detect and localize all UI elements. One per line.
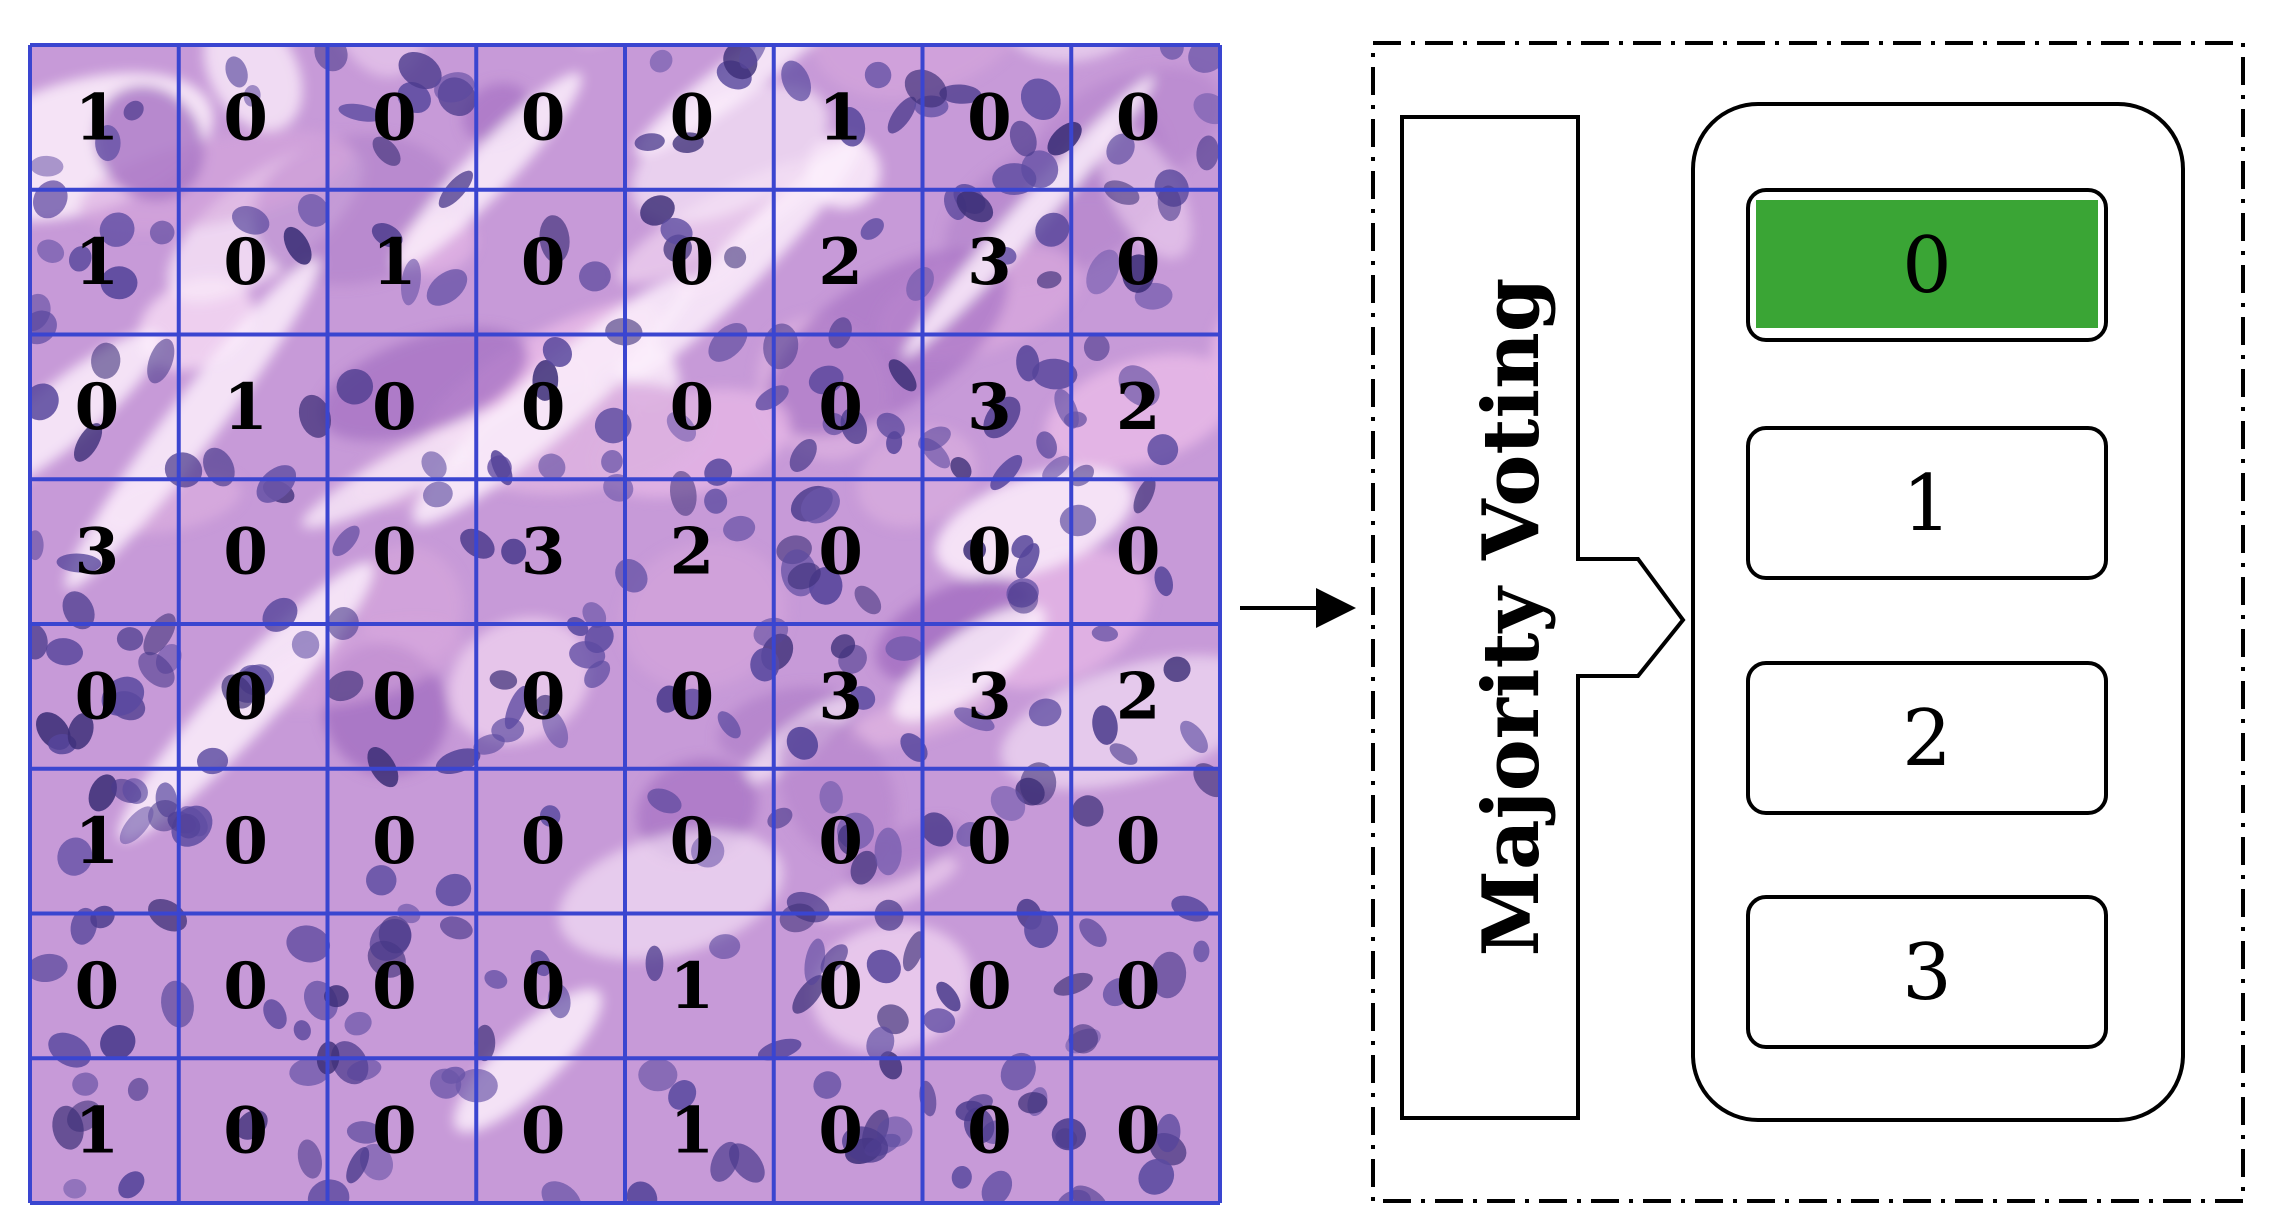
patch-label: 3 — [521, 515, 566, 590]
patch-label: 0 — [372, 804, 417, 879]
patch-label: 0 — [223, 80, 268, 155]
voting-frame — [1371, 41, 2245, 1203]
patch-label: 0 — [1116, 515, 1161, 590]
patch-label: 1 — [75, 80, 120, 155]
patch-label: 0 — [1116, 1094, 1161, 1169]
patch-label: 0 — [372, 1094, 417, 1169]
patch-label: 0 — [372, 515, 417, 590]
patch-label: 0 — [223, 225, 268, 300]
patch-label: 0 — [521, 804, 566, 879]
patch-label: 0 — [967, 515, 1012, 590]
class-option-0: 0 — [1746, 188, 2108, 342]
patch-label: 0 — [372, 659, 417, 734]
majority-voting-block — [1400, 115, 1686, 1120]
patch-label: 2 — [1116, 659, 1161, 734]
patch-label: 0 — [223, 1094, 268, 1169]
patch-label: 0 — [75, 659, 120, 734]
patch-label: 3 — [967, 370, 1012, 445]
patch-label: 0 — [1116, 225, 1161, 300]
patch-label: 0 — [967, 1094, 1012, 1169]
patch-label: 0 — [670, 659, 715, 734]
patch-label: 3 — [967, 659, 1012, 734]
patch-label: 1 — [818, 80, 863, 155]
tissue-image — [30, 45, 1220, 1203]
patch-label: 0 — [967, 80, 1012, 155]
patch-label: 0 — [1116, 80, 1161, 155]
class-option-label: 2 — [1902, 694, 1952, 784]
patch-label: 0 — [818, 515, 863, 590]
patch-label: 0 — [967, 804, 1012, 879]
patch-label: 0 — [223, 804, 268, 879]
patch-label: 0 — [670, 804, 715, 879]
patch-labels: 1 0 0 0 0 1 0 0 1 0 1 0 0 2 3 0 0 1 0 0 0 0 3 2 3 0 0 3 2 0 0 0 0 0 0 0 0 3 3 2… — [75, 80, 1161, 1168]
class-option-label: 0 — [1902, 221, 1952, 311]
patch-label: 0 — [372, 80, 417, 155]
patch-label: 0 — [521, 659, 566, 734]
patch-label: 0 — [1116, 949, 1161, 1024]
patch-label: 0 — [818, 949, 863, 1024]
patch-label: 0 — [75, 370, 120, 445]
selected-highlight — [1756, 200, 2098, 328]
class-option-label: 3 — [1902, 928, 1952, 1018]
patch-label: 1 — [670, 949, 715, 1024]
patch-label: 0 — [521, 1094, 566, 1169]
class-option-1: 1 — [1746, 426, 2108, 580]
class-option-label: 1 — [1902, 459, 1952, 549]
patch-label: 2 — [1116, 370, 1161, 445]
patch-label: 1 — [372, 225, 417, 300]
patch-label: 0 — [223, 659, 268, 734]
patch-label: 0 — [818, 370, 863, 445]
patch-label: 0 — [818, 1094, 863, 1169]
patch-label: 2 — [670, 515, 715, 590]
patch-label: 1 — [75, 1094, 120, 1169]
patch-label: 1 — [670, 1094, 715, 1169]
patch-label: 0 — [818, 804, 863, 879]
class-container — [1691, 102, 2185, 1122]
patch-label: 1 — [223, 370, 268, 445]
class-option-2: 2 — [1746, 661, 2108, 815]
patch-label: 0 — [670, 370, 715, 445]
patch-label: 0 — [521, 949, 566, 1024]
patch-label: 0 — [521, 225, 566, 300]
class-options: 0 1 2 3 — [1746, 188, 2108, 1049]
patch-label: 0 — [372, 949, 417, 1024]
patch-label: 1 — [75, 804, 120, 879]
patch-label: 0 — [670, 80, 715, 155]
patch-label: 2 — [818, 225, 863, 300]
patch-label: 0 — [967, 949, 1012, 1024]
majority-voting-label: Majority Voting — [1466, 278, 1557, 957]
patch-grid — [28, 43, 1222, 1205]
patch-label: 0 — [521, 80, 566, 155]
patch-label: 3 — [75, 515, 120, 590]
patch-label: 0 — [223, 515, 268, 590]
patch-label: 0 — [372, 370, 417, 445]
class-option-3: 3 — [1746, 895, 2108, 1049]
patch-label: 1 — [75, 225, 120, 300]
patch-label: 0 — [75, 949, 120, 1024]
patch-label: 0 — [1116, 804, 1161, 879]
patch-label: 0 — [521, 370, 566, 445]
patch-label: 0 — [223, 949, 268, 1024]
patch-label: 3 — [967, 225, 1012, 300]
patch-label: 0 — [670, 225, 715, 300]
patch-label: 3 — [818, 659, 863, 734]
